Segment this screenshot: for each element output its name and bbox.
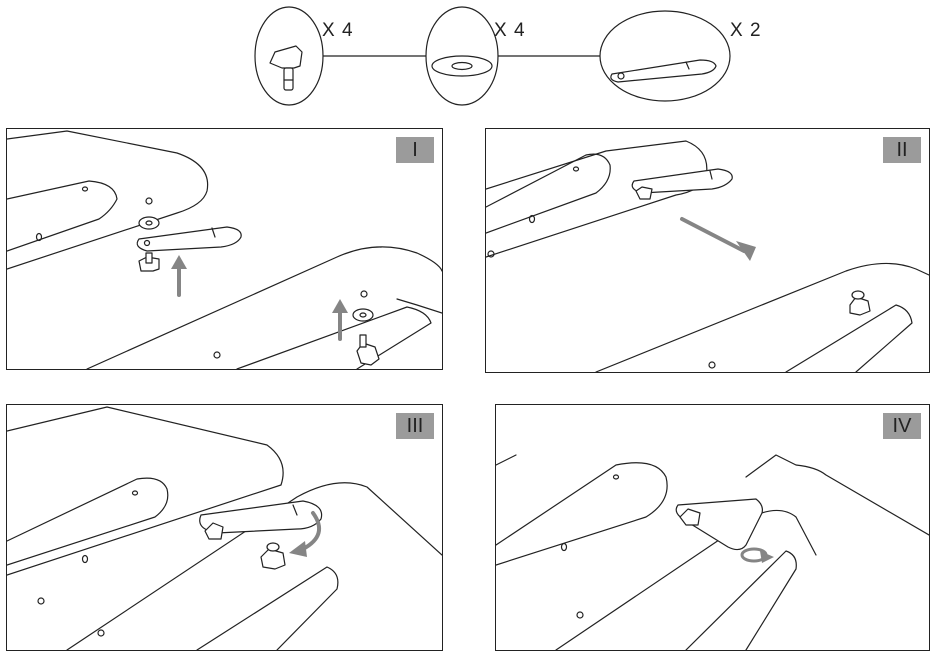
step-4-panel: IV	[495, 404, 930, 651]
step-3-illustration	[7, 406, 442, 650]
thumb-screw-part	[254, 6, 324, 106]
parts-legend	[254, 6, 731, 106]
step-2-panel: II	[485, 128, 930, 373]
washer-quantity: X 4	[494, 20, 526, 41]
connector-bracket-part	[599, 10, 731, 102]
step-3-badge: III	[396, 413, 434, 439]
step-4-badge: IV	[883, 413, 921, 439]
step-4-illustration	[496, 454, 929, 650]
connector-bracket-quantity: X 2	[730, 20, 762, 41]
step-1-illustration	[7, 130, 442, 369]
washer-part	[425, 6, 499, 106]
step-1-badge: I	[396, 137, 434, 163]
step-2-illustration	[486, 140, 929, 372]
step-1-panel: I	[6, 128, 443, 370]
thumb-screw-quantity: X 4	[322, 20, 354, 41]
step-2-badge: II	[883, 137, 921, 163]
step-3-panel: III	[6, 404, 443, 651]
